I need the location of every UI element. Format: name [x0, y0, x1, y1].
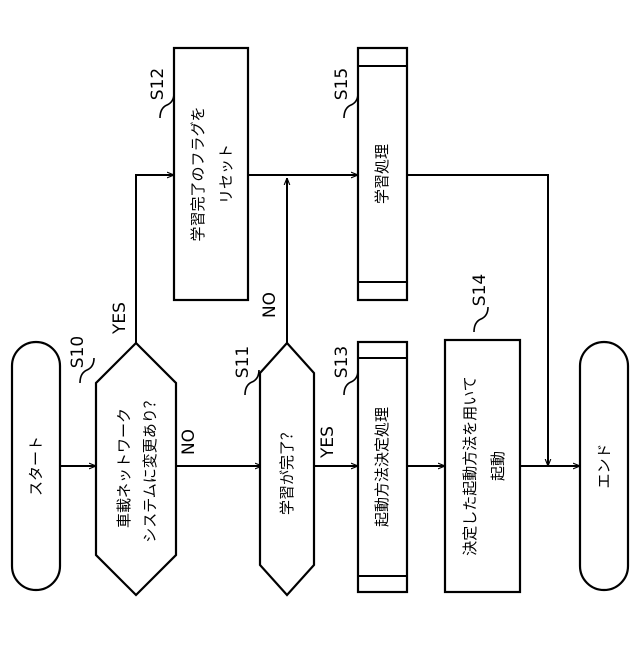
s13-label: 起動方法決定処理 [373, 407, 391, 527]
s14-id: S14 [470, 274, 490, 306]
arrow-s10-yes-to-s12 [136, 175, 174, 343]
end-label: エンド [595, 443, 613, 488]
s11-label: 学習が完了？ [278, 425, 296, 515]
s11-yes-label: YES [318, 426, 338, 459]
s11-id: S11 [233, 346, 253, 378]
s15-id: S15 [332, 68, 352, 100]
start-terminator: スタート [12, 342, 60, 590]
s11-decision: 学習が完了？ S11 [233, 343, 314, 595]
s10-label-line2: システムに変更あり？ [141, 393, 159, 543]
s12-label-line2: リセット [217, 144, 235, 204]
s14-process: 決定した起動方法を用いて 起動 S14 [445, 274, 520, 592]
s14-label-line2: 起動 [489, 451, 507, 481]
end-terminator: エンド [580, 342, 628, 590]
s15-label: 学習処理 [373, 144, 391, 204]
s10-no-label: NO [179, 429, 199, 455]
s13-id: S13 [332, 346, 352, 378]
s10-yes-label: YES [110, 302, 130, 335]
s12-label-line1: 学習完了のフラグを [189, 106, 207, 241]
s10-label-line1: 車載ネットワーク [115, 408, 133, 528]
s11-no-label: NO [260, 292, 280, 318]
start-label: スタート [27, 436, 45, 496]
s12-id: S12 [148, 68, 168, 100]
s14-id-leader [474, 307, 488, 332]
s10-id: S10 [68, 336, 88, 368]
s14-label-line1: 決定した起動方法を用いて [461, 376, 479, 556]
